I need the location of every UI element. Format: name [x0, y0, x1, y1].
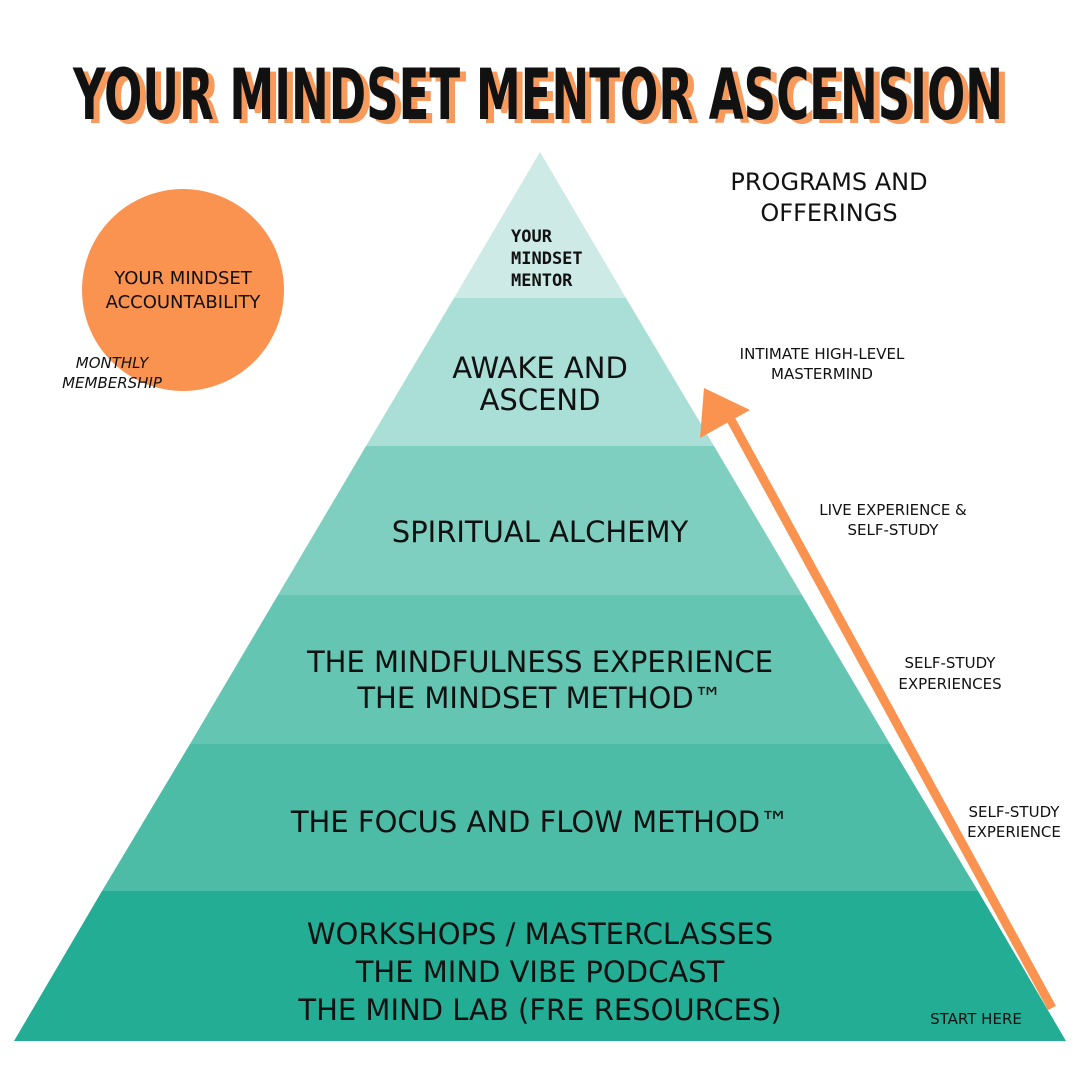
- tier-base-line2: THE MIND VIBE PODCAST: [355, 955, 725, 989]
- tier-alchemy-shape: [278, 446, 802, 595]
- tier-awake-line2: ASCEND: [480, 383, 601, 417]
- tier-base-label: WORKSHOPS / MASTERCLASSES THE MIND VIBE …: [297, 917, 781, 1027]
- tier-mindfulness-shape: [190, 595, 890, 744]
- title-text: YOUR MINDSET MENTOR ASCENSION: [72, 54, 1003, 136]
- label-start-here: START HERE: [930, 1010, 1022, 1028]
- label-mastermind-line2: MASTERMIND: [771, 365, 873, 383]
- label-self-study-single-line1: SELF-STUDY: [969, 803, 1061, 821]
- tier-awake-label: AWAKE AND ASCEND: [452, 351, 628, 417]
- accountability-badge: YOUR MINDSET ACCOUNTABILITY MONTHLY MEMB…: [62, 189, 284, 392]
- tier-focus-label: THE FOCUS AND FLOW METHOD™: [290, 805, 789, 839]
- accountability-line2: ACCOUNTABILITY: [106, 292, 262, 313]
- label-live-experience: LIVE EXPERIENCE & SELF-STUDY: [819, 501, 967, 539]
- label-mastermind-line1: INTIMATE HIGH-LEVEL: [740, 345, 905, 363]
- pyramid-tiers: [14, 152, 1066, 1041]
- tier-alchemy-line1: SPIRITUAL ALCHEMY: [392, 515, 689, 549]
- label-self-study-experience: SELF-STUDY EXPERIENCE: [967, 803, 1061, 841]
- page-title: YOUR MINDSET MENTOR ASCENSION YOUR MINDS…: [72, 54, 1009, 140]
- membership-note-line1: MONTHLY: [76, 354, 150, 372]
- tier-mindfulness-line1: THE MINDFULNESS EXPERIENCE: [306, 645, 773, 679]
- programs-header-line2: OFFERINGS: [760, 199, 897, 227]
- programs-header-line1: PROGRAMS AND: [730, 168, 927, 196]
- tier-top-label: YOUR MINDSET MENTOR: [511, 227, 583, 291]
- tier-top-line3: MENTOR: [511, 271, 573, 291]
- tier-focus-line1: THE FOCUS AND FLOW METHOD™: [290, 805, 789, 839]
- tier-top-shape: [454, 152, 626, 298]
- membership-note-line2: MEMBERSHIP: [62, 374, 163, 392]
- tier-top-line2: MINDSET: [511, 249, 583, 269]
- tier-base-line1: WORKSHOPS / MASTERCLASSES: [307, 917, 773, 951]
- tier-focus-shape: [102, 744, 978, 891]
- tier-awake-shape: [366, 298, 714, 446]
- tier-mindfulness-line2: THE MINDSET METHOD™: [356, 681, 722, 715]
- tier-top-line1: YOUR: [511, 227, 553, 247]
- label-self-study-experiences: SELF-STUDY EXPERIENCES: [898, 654, 1001, 693]
- label-self-study-plural-line1: SELF-STUDY: [905, 654, 997, 672]
- programs-header: PROGRAMS AND OFFERINGS: [730, 168, 927, 227]
- label-live-line1: LIVE EXPERIENCE &: [819, 501, 967, 519]
- accountability-circle: [82, 189, 284, 391]
- tier-awake-line1: AWAKE AND: [452, 351, 628, 385]
- label-self-study-single-line2: EXPERIENCE: [967, 823, 1061, 841]
- ascension-arrow-icon: [700, 388, 1056, 1011]
- title-shadow: YOUR MINDSET MENTOR ASCENSION: [78, 58, 1009, 140]
- tier-alchemy-label: SPIRITUAL ALCHEMY: [392, 515, 689, 549]
- tier-base-line3: THE MIND LAB (FRE RESOURCES): [297, 993, 781, 1027]
- tier-mindfulness-label: THE MINDFULNESS EXPERIENCE THE MINDSET M…: [306, 645, 773, 715]
- tier-base-shape: [14, 891, 1066, 1041]
- label-mastermind: INTIMATE HIGH-LEVEL MASTERMIND: [740, 345, 905, 383]
- arrow-head: [700, 388, 750, 438]
- accountability-line1: YOUR MINDSET: [113, 268, 253, 289]
- arrow-shaft: [726, 415, 1056, 1011]
- label-live-line2: SELF-STUDY: [848, 521, 940, 539]
- label-self-study-plural-line2: EXPERIENCES: [898, 675, 1001, 693]
